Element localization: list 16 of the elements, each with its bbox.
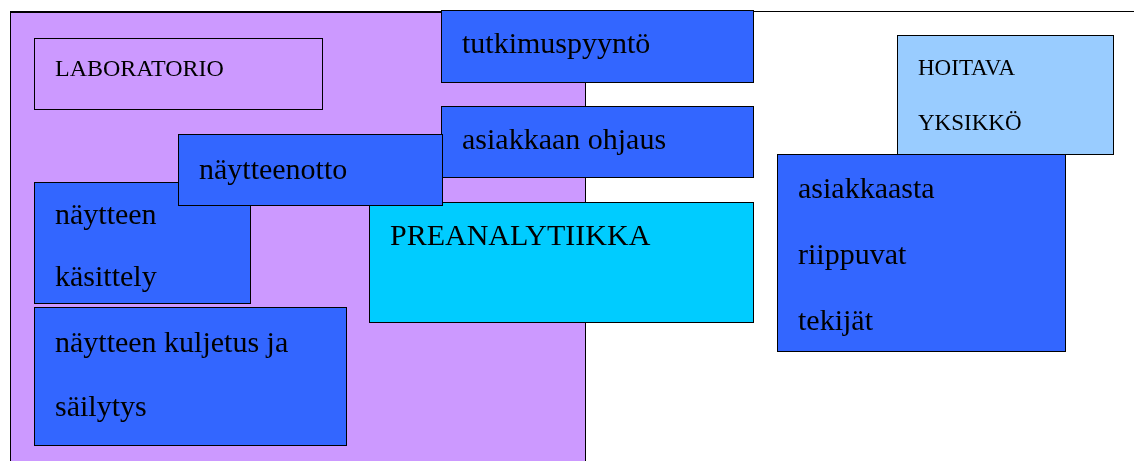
node-label: HOITAVA YKSIKKÖ bbox=[918, 54, 1023, 137]
node-label: näytteenotto bbox=[199, 151, 349, 187]
process-box bbox=[178, 134, 443, 206]
node-label: asiakkaasta riippuvat tekijät bbox=[798, 170, 936, 338]
node-label: asiakkaan ohjaus bbox=[462, 121, 668, 157]
factor-box bbox=[777, 154, 1066, 352]
phase-box bbox=[369, 202, 754, 323]
unit-box bbox=[897, 35, 1114, 155]
node-label: LABORATORIO bbox=[55, 54, 225, 83]
process-box bbox=[441, 10, 754, 83]
node-label: tutkimuspyyntö bbox=[462, 25, 652, 61]
node-label: PREANALYTIIKKA bbox=[390, 217, 652, 253]
label-box bbox=[34, 38, 323, 110]
process-box bbox=[34, 307, 347, 446]
node-label: näytteen kuljetus ja säilytys bbox=[55, 324, 290, 424]
process-box bbox=[441, 106, 754, 178]
